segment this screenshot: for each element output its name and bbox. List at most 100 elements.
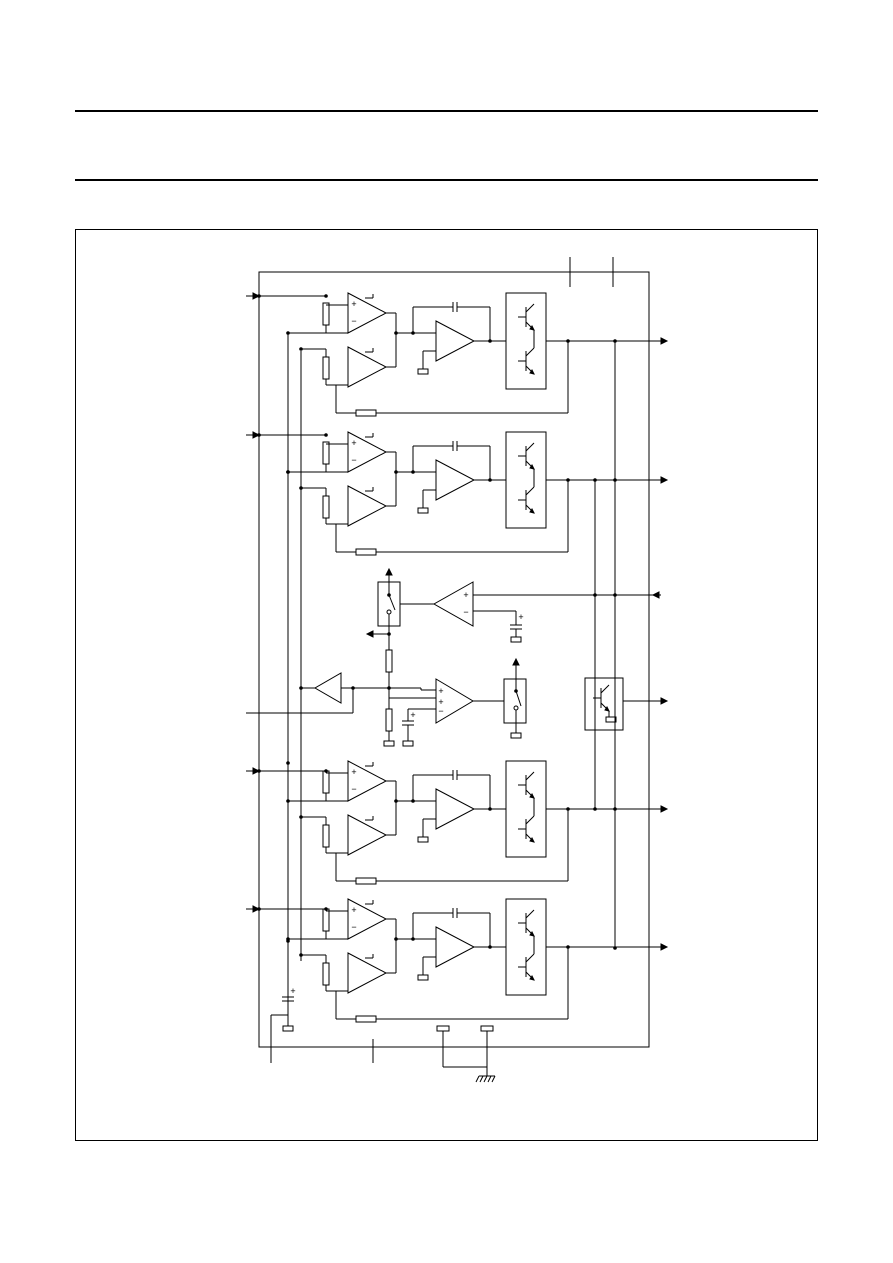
mode-comparator [434,582,473,626]
junction-dot [324,294,328,298]
ground-pad [437,1026,449,1031]
capacitor-plus-sign: + [290,986,295,996]
opamp-minus-sign: − [351,455,356,465]
input-resistor [323,496,329,518]
reference-box [384,741,394,746]
junction-dot [593,478,597,482]
junction-dot [613,478,617,482]
ground-pad [481,1026,493,1031]
opamp-plus-sign: + [438,697,443,707]
preamp-2 [348,953,386,993]
channel-2: +− [246,432,667,555]
transistor-icon [518,443,534,469]
preamp-2 [348,347,386,387]
transistor-icon [518,910,534,936]
reference-box [283,1026,293,1031]
driver-amplifier [436,321,474,361]
opamp-plus-sign: + [351,767,356,777]
driver-amplifier [436,927,474,967]
junction-dot [257,907,261,911]
preamp-1 [348,432,386,472]
reference-box [606,717,616,722]
junction-dot [299,686,303,690]
opamp-plus-sign: + [438,686,443,696]
junction-dot [299,953,303,957]
arrow-up-icon [513,659,519,665]
preamp-1 [348,899,386,939]
emitter-arrow [530,838,534,842]
switch-contact [514,706,518,710]
input-resistor [323,825,329,847]
channel-3: +− [246,761,667,884]
arrow-right-icon [253,768,259,774]
feedback-resistor [356,549,376,555]
preamp-1 [348,293,386,333]
opamp-plus-sign: + [351,905,356,915]
junction-dot [488,945,492,949]
channel-4: +− [246,899,667,1022]
preamp-2 [348,815,386,855]
arrow-right-icon [661,338,667,344]
input-resistor [323,771,329,793]
figure-frame: +−+−+−+− +−+++−+ + [75,229,818,1141]
emitter-arrow [530,932,534,936]
junction-dot [286,939,290,943]
reference-box [511,637,521,642]
emitter-arrow [530,326,534,330]
junction-dot [299,347,303,351]
reference-box [418,369,428,374]
arrow-up-icon [386,569,392,575]
transistor-icon [518,954,534,980]
transistor-icon [518,816,534,842]
feedback-resistor [356,1016,376,1022]
divider-resistor [386,650,392,672]
emitter-arrow [530,465,534,469]
transistor-icon [593,685,609,711]
mute-comparator [436,679,473,723]
opamp-plus-sign: + [463,590,468,600]
emitter-arrow [530,509,534,513]
opamp-minus-sign: − [463,607,468,617]
arrow-right-icon [661,806,667,812]
header-rule-top [75,110,818,112]
reference-box [418,508,428,513]
divider-resistor [386,709,392,731]
switch-blade [389,595,395,610]
arrow-right-icon [661,944,667,950]
arrow-right-icon [661,698,667,704]
junction-dot [488,478,492,482]
junction-dot [488,339,492,343]
opamp-minus-sign: − [351,316,356,326]
block-diagram: +−+−+−+− +−+++−+ + [76,230,817,1140]
input-resistor [323,303,329,325]
transistor-icon [518,772,534,798]
opamp-plus-sign: + [351,438,356,448]
arrow-left-icon [367,631,373,637]
junction-dot [324,433,328,437]
channel-stages: +−+−+−+− [246,293,667,1022]
opamp-minus-sign: − [438,706,443,716]
arrow-right-icon [253,293,259,299]
standby-switch-box [504,679,526,723]
opamp-minus-sign: − [351,922,356,932]
junction-dot [257,769,261,773]
buffer-amplifier [315,673,341,703]
arrow-left-icon [653,592,659,598]
diagnostic-output-box [585,678,623,730]
opamp-plus-sign: + [351,299,356,309]
emitter-arrow [530,370,534,374]
junction-dot [324,769,328,773]
reference-box [418,837,428,842]
junction-dot [613,339,617,343]
junction-dot [286,331,290,335]
switch-blade [516,691,521,706]
junction-dot [299,486,303,490]
channel-1: +− [246,293,667,416]
input-resistor [323,909,329,931]
junction-dot [613,946,617,950]
junction-dot [286,799,290,803]
junction-dot [324,907,328,911]
transistor-icon [518,487,534,513]
emitter-arrow [530,976,534,980]
junction-dot [257,294,261,298]
